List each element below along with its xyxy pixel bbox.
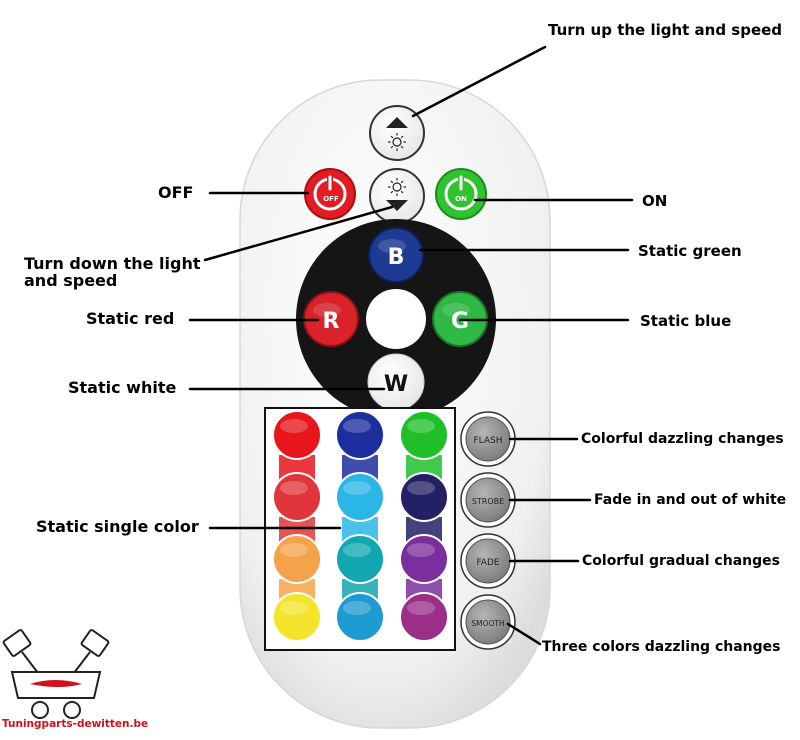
callout-on: ON	[642, 192, 668, 210]
brightness-icon	[388, 133, 406, 151]
callout-flash: Colorful dazzling changes	[581, 431, 784, 447]
flash-button[interactable]: FLASH	[460, 411, 516, 467]
color-button-r3-c2[interactable]	[335, 534, 385, 584]
leader-turn-up	[411, 45, 547, 118]
callout-turn-down-line2: and speed	[24, 271, 118, 290]
on-button[interactable]: ON	[435, 168, 487, 220]
smooth-button[interactable]: SMOOTH	[460, 594, 516, 650]
callout-fade: Colorful gradual changes	[582, 553, 780, 569]
color-button-gloss	[280, 543, 308, 557]
red-button-label: R	[323, 309, 340, 334]
color-button-gloss	[280, 419, 308, 433]
color-button-r4-c1[interactable]	[272, 592, 322, 642]
callout-off: OFF	[158, 183, 194, 202]
color-button-r4-c3[interactable]	[399, 592, 449, 642]
callout-static-single: Static single color	[36, 517, 199, 536]
green-button-label: G	[451, 309, 469, 334]
color-button-r1-c3[interactable]	[399, 410, 449, 460]
color-button-r2-c2[interactable]	[335, 472, 385, 522]
color-button-r2-c3[interactable]	[399, 472, 449, 522]
color-button-gloss	[280, 601, 308, 615]
strobe-button-label: STROBE	[472, 497, 504, 506]
watermark-text: Tuningparts-dewitten.be	[2, 718, 149, 730]
callout-static-red: Static red	[86, 309, 175, 328]
callout-turn-up: Turn up the light and speed	[548, 21, 783, 39]
off-button[interactable]: OFF	[304, 168, 356, 220]
color-button-gloss	[407, 543, 435, 557]
flash-button-label: FLASH	[473, 436, 502, 446]
color-button-gloss	[407, 601, 435, 615]
on-button-label: ON	[455, 195, 467, 203]
fade-button-label: FADE	[476, 558, 499, 568]
callout-smooth: Three colors dazzling changes	[542, 639, 781, 655]
strobe-button[interactable]: STROBE	[460, 472, 516, 528]
color-button-gloss	[343, 419, 371, 433]
color-button-gloss	[407, 481, 435, 495]
blue-button[interactable]: B	[368, 227, 424, 283]
callout-turn-down-line1: Turn down the light	[24, 254, 201, 273]
color-button-gloss	[343, 601, 371, 615]
off-button-label: OFF	[323, 195, 339, 203]
smooth-button-label: SMOOTH	[471, 619, 504, 628]
center-button[interactable]	[366, 289, 426, 349]
callout-static-blue: Static blue	[640, 312, 732, 330]
blue-button-label: B	[388, 245, 405, 270]
color-button-r1-c2[interactable]	[335, 410, 385, 460]
color-button-gloss	[280, 481, 308, 495]
color-button-gloss	[343, 543, 371, 557]
color-button-gloss	[343, 481, 371, 495]
callout-static-white: Static white	[68, 378, 177, 397]
callout-strobe: Fade in and out of white	[594, 492, 787, 508]
white-button[interactable]: W	[367, 353, 425, 411]
leader-smooth	[506, 622, 542, 646]
color-button-r3-c1[interactable]	[272, 534, 322, 584]
leader-turn-down	[203, 205, 394, 262]
callout-static-green: Static green	[638, 242, 742, 260]
color-grid	[272, 410, 449, 642]
color-button-r4-c2[interactable]	[335, 592, 385, 642]
color-button-r2-c1[interactable]	[272, 472, 322, 522]
piston-logo	[2, 629, 110, 719]
leader-lines	[188, 45, 634, 646]
white-button-label: W	[384, 372, 408, 397]
color-button-r1-c1[interactable]	[272, 410, 322, 460]
color-button-gloss	[407, 419, 435, 433]
color-button-r3-c3[interactable]	[399, 534, 449, 584]
fade-button[interactable]: FADE	[460, 533, 516, 589]
turn-down-button[interactable]	[369, 168, 425, 224]
brightness-icon	[388, 178, 406, 196]
turn-up-button[interactable]	[369, 105, 425, 161]
